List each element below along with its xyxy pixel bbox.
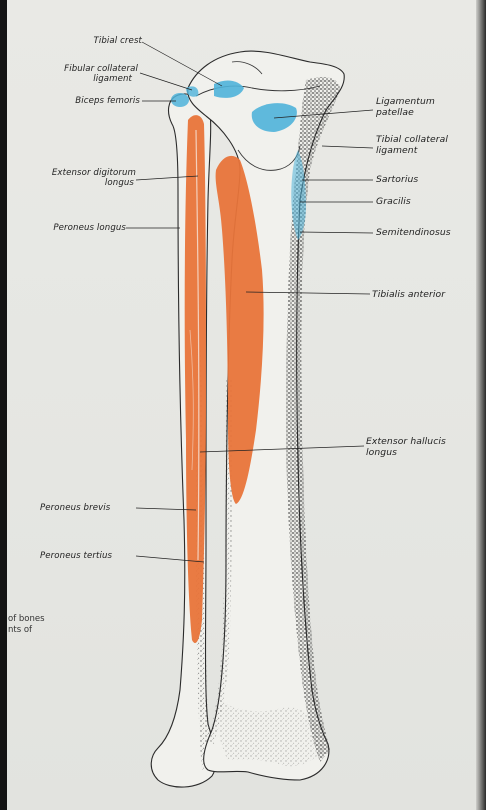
label-extensor-hallucis-1: Extensor hallucis xyxy=(366,436,446,447)
label-gracilis: Gracilis xyxy=(376,196,411,207)
label-fibular-collateral-2: ligament xyxy=(93,74,132,84)
label-peroneus-longus: Peroneus longus xyxy=(53,223,126,233)
margin-text-line-1: of bones xyxy=(8,614,45,625)
label-peroneus-tertius: Peroneus tertius xyxy=(40,551,112,561)
fibula-bone xyxy=(151,94,216,787)
label-semitendinosus: Semitendinosus xyxy=(376,227,451,238)
label-fibular-collateral-1: Fibular collateral xyxy=(64,64,138,74)
peroneus-longus-origin xyxy=(185,115,206,643)
label-tibial-collateral-1: Tibial collateral xyxy=(376,134,448,145)
label-sartorius: Sartorius xyxy=(376,174,418,185)
label-peroneus-brevis: Peroneus brevis xyxy=(40,503,110,513)
label-extensor-hallucis-2: longus xyxy=(366,447,397,458)
label-tibialis-anterior: Tibialis anterior xyxy=(372,289,445,300)
label-tibial-crest: Tibial crest xyxy=(94,36,142,46)
label-ligamentum-patellae-1: Ligamentum xyxy=(376,96,435,107)
label-biceps-femoris: Biceps femoris xyxy=(75,96,140,106)
label-extensor-digitorum-1: Extensor digitorum xyxy=(52,168,136,178)
tibia-bone xyxy=(188,51,345,780)
label-extensor-digitorum-2: longus xyxy=(105,178,134,188)
label-tibial-collateral-2: ligament xyxy=(376,145,417,156)
label-ligamentum-patellae-2: patellae xyxy=(376,107,414,118)
biceps-femoris-insertion xyxy=(171,93,189,107)
margin-text-line-2: nts of xyxy=(8,625,32,636)
